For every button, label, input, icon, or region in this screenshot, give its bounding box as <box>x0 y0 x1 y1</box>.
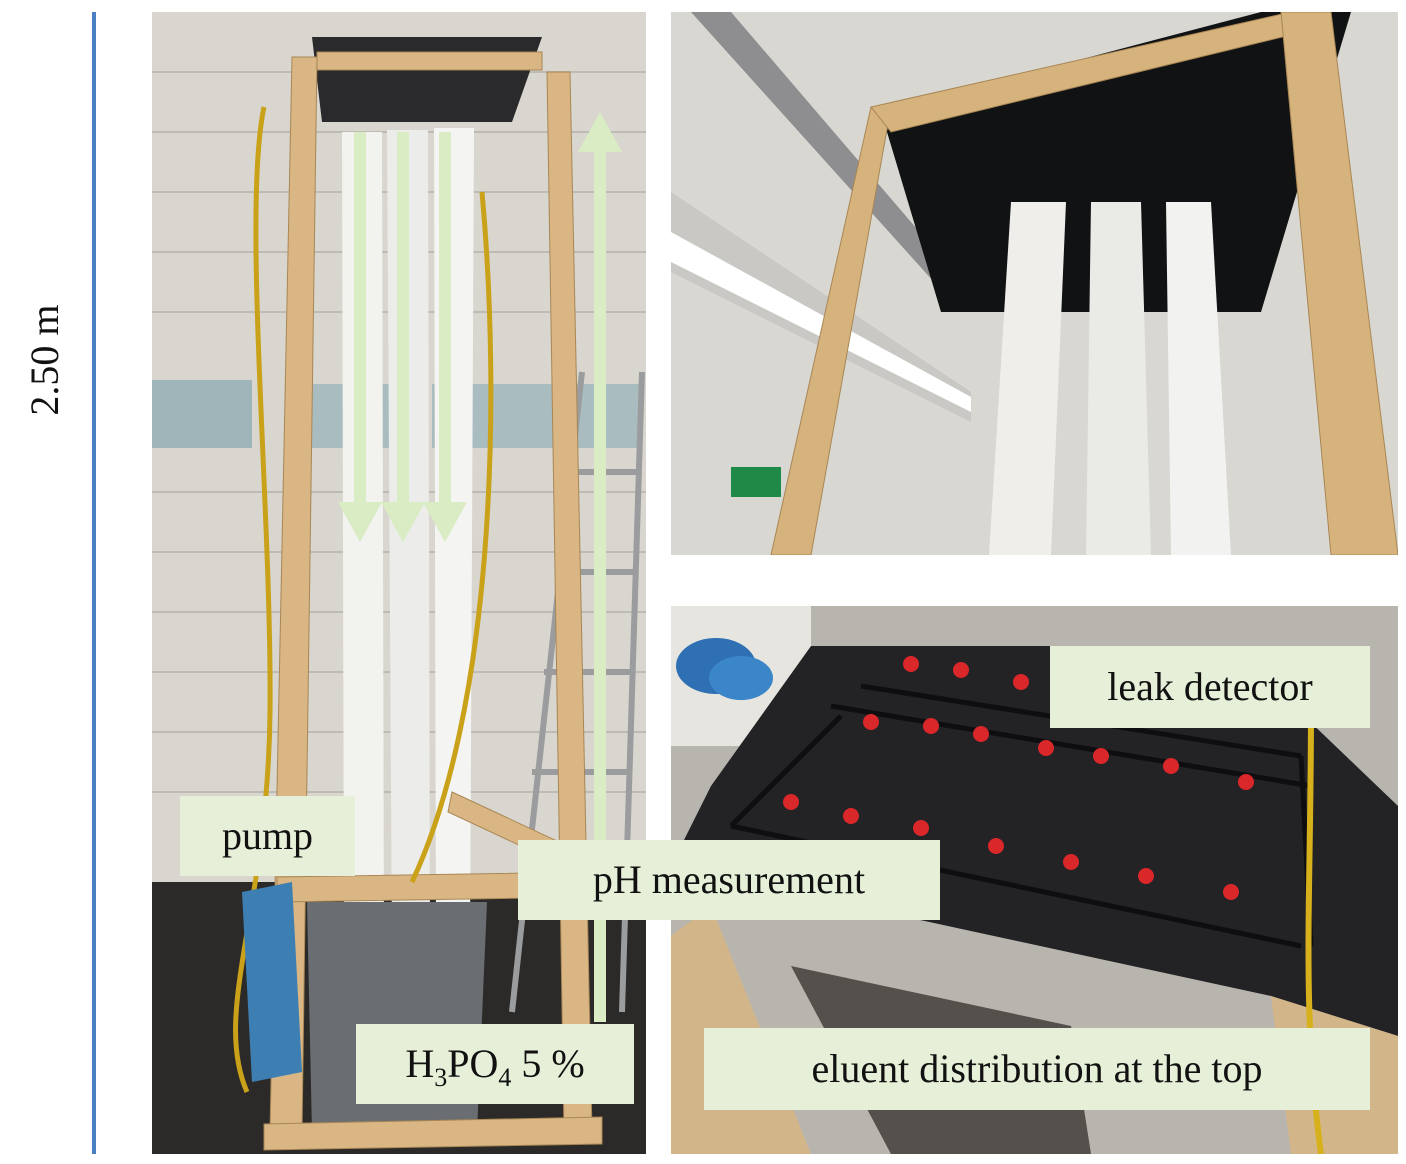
height-scale-label: 2.50 m <box>22 304 67 416</box>
pump-label: pump <box>180 796 355 876</box>
leak-detector-label-text: leak detector <box>1107 664 1313 709</box>
height-scale-bar <box>92 12 96 1154</box>
acid-concentration: 5 % <box>511 1041 585 1086</box>
acid-label: H3PO4 5 % <box>356 1024 634 1104</box>
acid-h: H <box>405 1041 435 1086</box>
frame-top-photo <box>671 12 1398 555</box>
eluent-distribution-label: eluent distribution at the top <box>704 1028 1370 1110</box>
eluent-distribution-label-text: eluent distribution at the top <box>811 1046 1263 1091</box>
pump-label-text: pump <box>221 813 314 858</box>
acid-po: PO <box>447 1041 499 1086</box>
leak-detector-label: leak detector <box>1050 646 1370 728</box>
ph-measurement-label-text: pH measurement <box>592 857 866 902</box>
rig-overview-photo <box>152 12 646 1154</box>
acid-subscript-4: 4 <box>498 1063 512 1092</box>
ph-measurement-label: pH measurement <box>518 840 940 920</box>
acid-subscript-3: 3 <box>434 1063 448 1092</box>
